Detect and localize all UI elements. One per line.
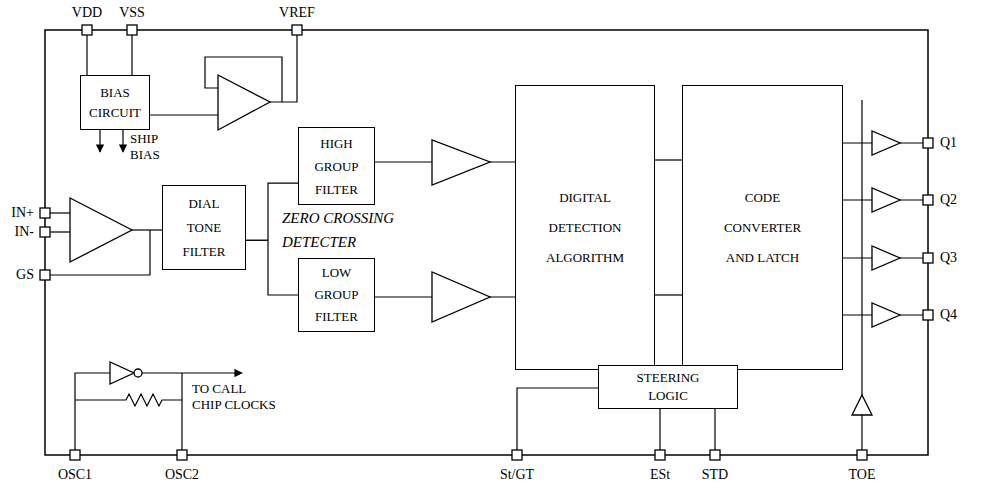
pin-label: St/GT [487, 466, 547, 484]
block-box: LOW GROUP FILTER [298, 258, 375, 332]
resistor-symbol [75, 394, 182, 406]
chip-outline [45, 30, 928, 455]
pin-label: TOE [832, 466, 892, 484]
block-label: BIAS CIRCUIT [85, 83, 145, 123]
block-box: DIGITAL DETECTION ALGORITHM [515, 85, 655, 370]
wire [131, 35, 132, 75]
pin-pad [710, 450, 720, 460]
pin-pad [40, 208, 50, 218]
pin-pad [40, 227, 50, 237]
wire [517, 388, 598, 450]
block-box: STEERING LOGIC [598, 365, 738, 409]
pin-label: GS [2, 266, 34, 284]
pin-label: OSC1 [45, 466, 105, 484]
wire [50, 231, 70, 232]
pin-label: VDD [62, 4, 112, 22]
block-label: CODE CONVERTER AND LATCH [713, 183, 813, 273]
block-label: DIAL TONE FILTER [179, 192, 229, 264]
pin-pad [857, 450, 867, 460]
wire [861, 415, 862, 450]
buffer-symbol [872, 131, 900, 155]
buffer-symbol [852, 395, 872, 415]
block-box: DIAL TONE FILTER [162, 185, 246, 270]
amplifier-symbol [432, 272, 490, 322]
pin-label: Q3 [940, 249, 978, 267]
pin-pad [70, 450, 80, 460]
buffer-symbol [872, 246, 900, 270]
signal-label: SHIP BIAS [130, 131, 175, 163]
amplifier-symbol [70, 198, 132, 262]
block-label: LOW GROUP FILTER [307, 262, 367, 328]
pin-label: Q4 [940, 306, 978, 324]
pin-pad [82, 25, 92, 35]
wire [86, 35, 87, 75]
signal-connector [655, 294, 682, 295]
wire [659, 408, 660, 450]
pin-pad [292, 25, 302, 35]
buffer-symbol [872, 303, 900, 327]
pin-pad [512, 450, 522, 460]
inverter-bubble [134, 369, 142, 377]
clock-arrow [142, 372, 242, 373]
wire [75, 373, 110, 450]
wire [132, 229, 162, 230]
signal-label: TO CALL CHIP CLOCKS [192, 381, 278, 413]
pin-pad [40, 270, 50, 280]
bias-arrow [122, 130, 123, 152]
wire [148, 114, 218, 115]
buffer-symbol [872, 188, 900, 212]
block-label: STEERING LOGIC [623, 369, 713, 405]
pin-pad [923, 310, 933, 320]
pin-label: ESt [630, 466, 690, 484]
block-label: DIGITAL DETECTION ALGORITHM [540, 183, 630, 273]
block-box: CODE CONVERTER AND LATCH [682, 85, 843, 370]
pin-pad [177, 450, 187, 460]
pin-pad [923, 195, 933, 205]
pin-pad [923, 253, 933, 263]
amplifier-symbol [432, 140, 490, 185]
inverter-symbol [110, 362, 134, 384]
pin-label: IN- [2, 223, 34, 241]
block-label: HIGH GROUP FILTER [307, 132, 367, 201]
amplifier-symbol [218, 75, 270, 130]
wire [50, 212, 70, 213]
pin-pad [655, 450, 665, 460]
pin-label: STD [685, 466, 745, 484]
pin-pad [923, 138, 933, 148]
wire [270, 35, 297, 102]
pin-label: VSS [107, 4, 157, 22]
wire [181, 373, 182, 450]
pin-label: Q1 [940, 134, 978, 152]
block-box: HIGH GROUP FILTER [298, 127, 375, 205]
bias-arrow [99, 130, 100, 152]
signal-connector [655, 159, 682, 160]
pin-label: VREF [272, 4, 322, 22]
pin-pad [127, 25, 137, 35]
pin-label: Q2 [940, 191, 978, 209]
stage-label: ZERO CROSSING DETECTER [282, 206, 422, 254]
pin-label: OSC2 [152, 466, 212, 484]
block-box: BIAS CIRCUIT [80, 75, 150, 130]
wire [714, 408, 715, 450]
enable-bus [861, 100, 862, 395]
pin-label: IN+ [2, 204, 34, 222]
